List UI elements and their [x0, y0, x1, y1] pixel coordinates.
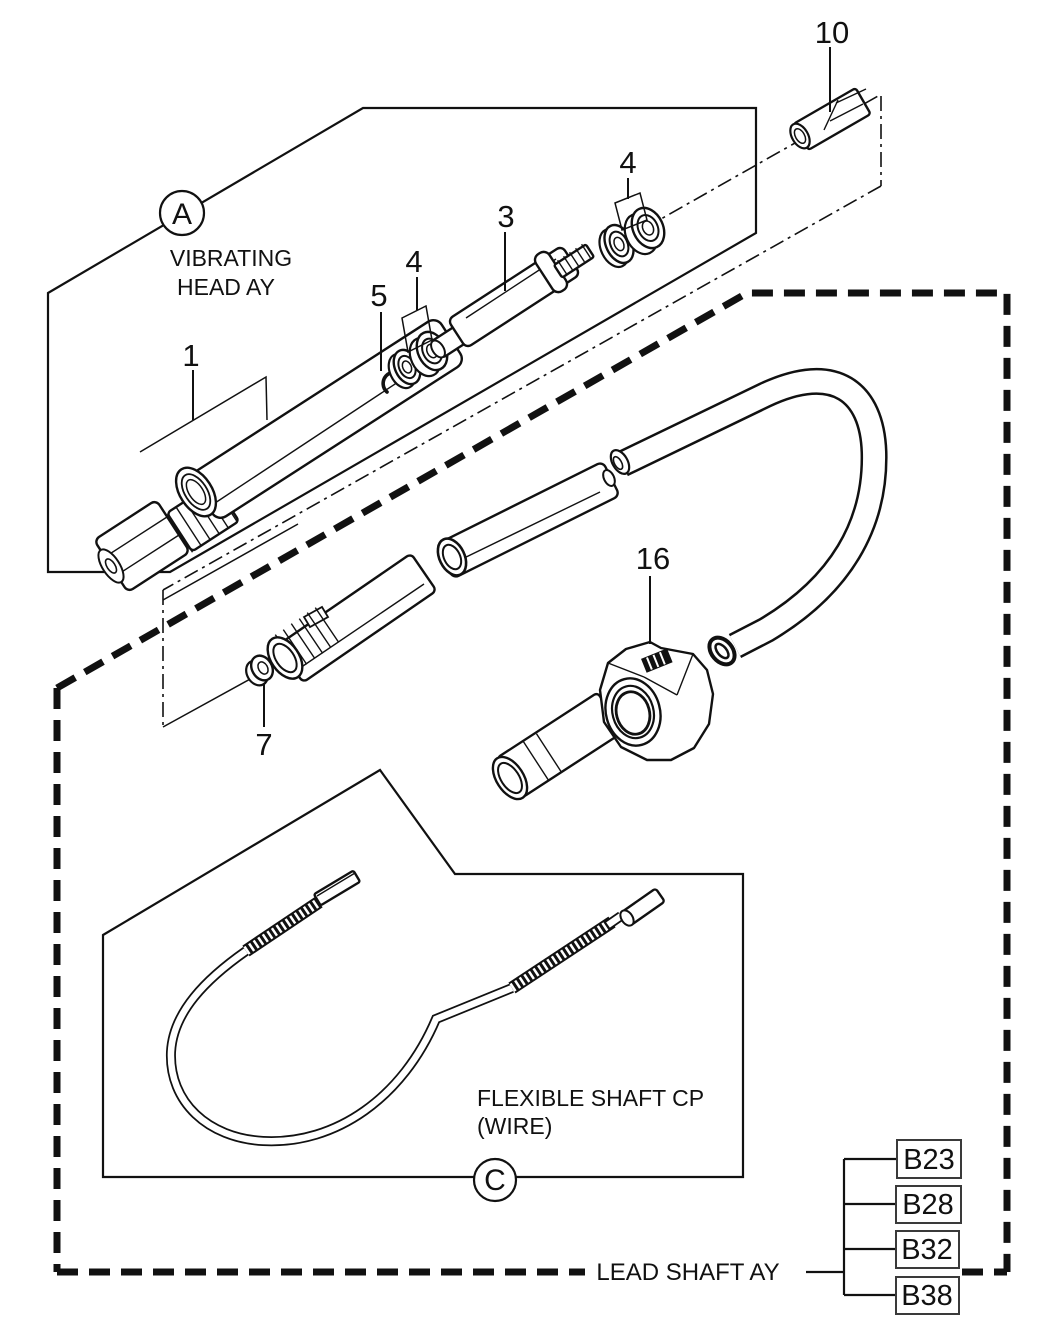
part-number-16: 16: [636, 541, 670, 576]
part-shaft: [430, 243, 595, 359]
ref-letter-a: A: [172, 198, 192, 231]
part-connector-tube: [266, 554, 436, 682]
flexible-shaft-label-line2: (WIRE): [477, 1113, 552, 1139]
flexible-shaft-box: [101, 768, 745, 1179]
part-bearings-left: [387, 330, 449, 390]
vibrating-head-label-line1: VIBRATING: [170, 245, 292, 271]
lead-shaft-callout: LEAD SHAFT AY B23 B28 B32 B38: [596, 1139, 962, 1315]
part-nut: [245, 654, 275, 687]
ref-code-b23: B23: [903, 1144, 955, 1176]
ref-code-b28: B28: [902, 1189, 954, 1221]
part-number-1: 1: [182, 338, 199, 373]
part-middle-pipe: [436, 462, 619, 578]
part-coupler-nut: [598, 640, 715, 762]
ref-letter-c: C: [484, 1164, 506, 1197]
lead-shaft-label: LEAD SHAFT AY: [596, 1259, 779, 1286]
ref-circle-c: C: [472, 1157, 518, 1203]
part-wire-end-tube: [619, 888, 665, 927]
ref-code-b38: B38: [901, 1280, 953, 1312]
part-flexible-wire: [165, 870, 624, 1147]
ref-circle-a: A: [158, 189, 206, 237]
ref-code-box-b38: B38: [895, 1276, 960, 1315]
part-number-5: 5: [370, 278, 387, 313]
axis-centerlines: [162, 95, 882, 727]
part-hose: [602, 367, 888, 667]
leader-lines: [139, 47, 831, 727]
part-adapter: [789, 87, 871, 151]
ref-code-box-b23: B23: [896, 1139, 962, 1179]
lead-shaft-dashed-boundary: [53, 289, 1011, 1276]
part-number-4-left: 4: [405, 244, 422, 279]
ref-code-b32: B32: [901, 1234, 953, 1266]
part-number-7: 7: [255, 727, 272, 762]
part-bearings-right: [598, 206, 666, 269]
part-number-3: 3: [497, 199, 514, 234]
vibrating-head-label-line2: HEAD AY: [177, 274, 275, 300]
flexible-shaft-label-line1: FLEXIBLE SHAFT CP: [477, 1085, 704, 1111]
part-number-10: 10: [815, 15, 849, 50]
vibrating-head-box: [46, 106, 758, 574]
part-coupler-sleeve: [491, 692, 623, 801]
ref-code-box-b28: B28: [895, 1185, 962, 1224]
part-number-4-right: 4: [619, 145, 636, 180]
ref-code-box-b32: B32: [895, 1230, 960, 1269]
